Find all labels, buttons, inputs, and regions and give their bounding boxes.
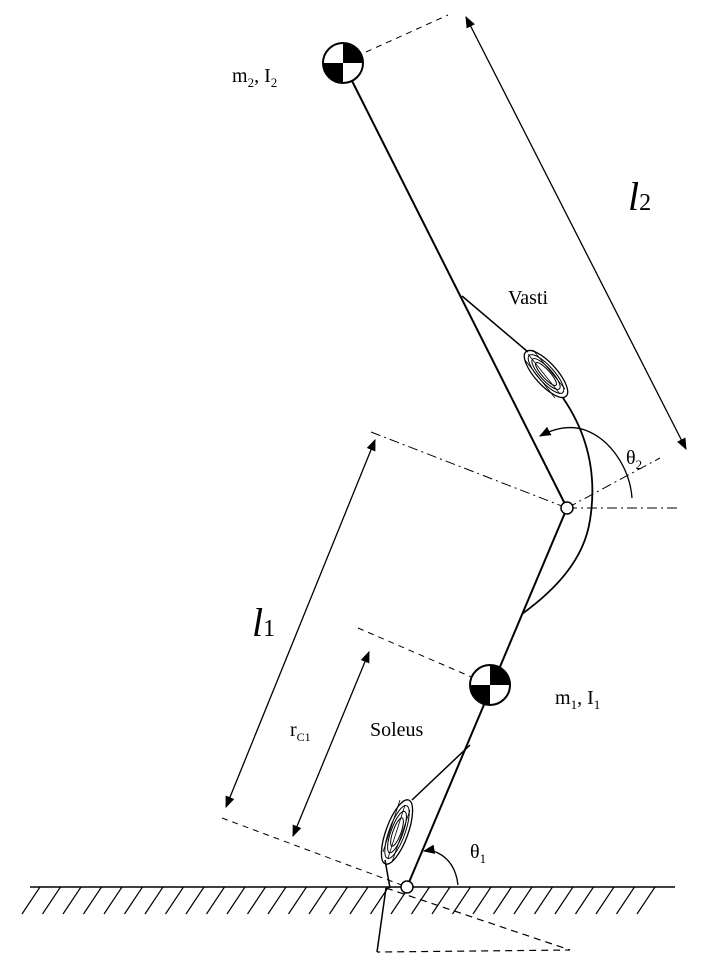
ground-hatch-mark <box>206 886 225 915</box>
ground-hatch-mark <box>329 886 348 915</box>
angle-arcs <box>422 426 633 886</box>
dimension-arrows <box>225 15 687 838</box>
theta1-arc <box>422 844 459 886</box>
soleus-spring-icon <box>380 799 414 865</box>
m1-i1-label: m1, I1 <box>555 687 600 712</box>
ground-hatch-mark <box>575 886 594 915</box>
ground-hatch-mark <box>288 886 307 915</box>
l1-arrow <box>225 438 376 809</box>
ground-hatch-mark <box>62 886 82 915</box>
m2-i2-label: m2, I2 <box>232 65 277 90</box>
theta2-label: θ2 <box>626 447 642 472</box>
theta2-arc <box>538 426 633 499</box>
ground-hatch-mark <box>349 886 369 915</box>
center-of-mass-icon <box>469 664 511 706</box>
center-of-mass-icon <box>322 42 364 84</box>
ground-hatch-mark <box>21 886 41 915</box>
ground-hatch-mark <box>247 886 266 915</box>
ground-hatch-mark <box>42 886 61 915</box>
ground <box>21 886 675 915</box>
l2-arrow <box>465 15 687 451</box>
foot-segment <box>376 887 571 953</box>
ground-hatch-mark <box>431 886 451 915</box>
ground-hatch-mark <box>83 886 102 915</box>
ground-hatch-mark <box>308 886 328 915</box>
ground-hatch-mark <box>554 886 574 915</box>
rc1-label: rC1 <box>290 719 311 744</box>
ground-hatch-mark <box>636 886 656 915</box>
ground-hatch-mark <box>595 886 615 915</box>
ground-hatch-mark <box>472 886 492 915</box>
l2-label: l2 <box>628 174 651 219</box>
vasti-label: Vasti <box>508 287 548 309</box>
ground-hatch-mark <box>124 886 143 915</box>
thigh-segment <box>342 62 568 509</box>
ground-hatch-mark <box>103 886 123 915</box>
hinge-joint-icon <box>400 880 414 894</box>
ground-hatch-mark <box>493 886 512 915</box>
ground-hatch-mark <box>534 886 553 915</box>
vasti-muscle <box>461 295 594 615</box>
ground-hatch-mark <box>267 886 287 915</box>
ground-hatch-mark <box>411 886 430 915</box>
soleus-label: Soleus <box>370 719 424 741</box>
soleus-muscle <box>380 744 471 889</box>
ground-hatch-mark <box>185 886 205 915</box>
theta1-label: θ1 <box>470 841 486 866</box>
ground-hatch-mark <box>513 886 533 915</box>
ground-hatch-mark <box>452 886 471 915</box>
ground-hatch-mark <box>226 886 246 915</box>
hinge-joint-icon <box>560 501 574 515</box>
ground-hatch-mark <box>165 886 184 915</box>
reference-lines <box>221 14 680 888</box>
l1-label: l1 <box>252 600 275 645</box>
rc1-arrow <box>292 650 370 838</box>
ground-hatch-mark <box>144 886 164 915</box>
ground-hatch-mark <box>616 886 635 915</box>
vasti-spring-icon <box>523 349 569 399</box>
